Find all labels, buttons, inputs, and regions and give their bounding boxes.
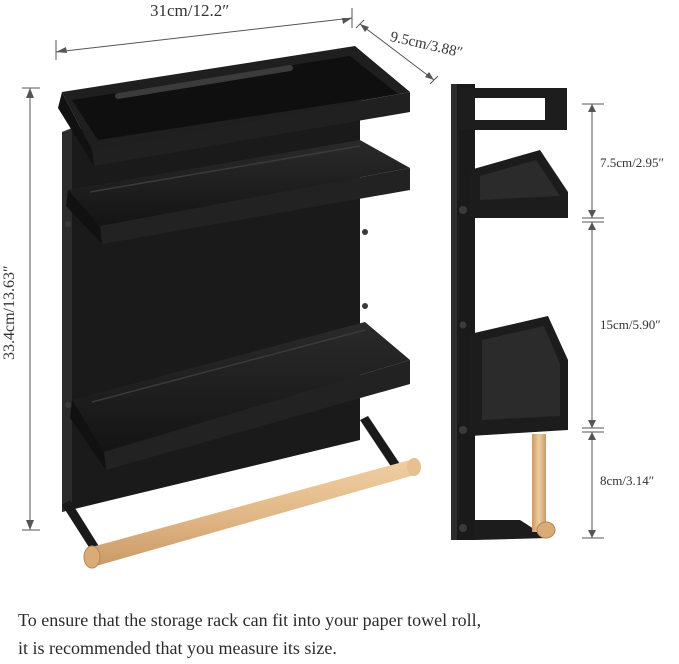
top-shelf <box>58 46 410 166</box>
height-label: 33.4cm/13.63″ <box>1 265 18 360</box>
middle-shelf <box>66 140 410 244</box>
side-middle-shelf <box>470 150 568 218</box>
width-label: 31cm/12.2″ <box>150 1 230 20</box>
side-view-rack <box>451 84 568 540</box>
caption-line-2: it is recommended that you measure its s… <box>18 638 337 658</box>
rack-drawing <box>22 8 604 569</box>
gap-middle-label: 15cm/5.90″ <box>600 317 661 332</box>
side-top-shelf <box>459 88 567 130</box>
side-bottom-shelf <box>470 316 568 436</box>
front-view-rack <box>58 46 421 569</box>
product-illustration: 31cm/12.2″ 9.5cm/3.88″ 33.4cm/13.63″ 7.5… <box>1 1 664 569</box>
gap-top-label: 7.5cm/2.95″ <box>600 155 664 170</box>
dimension-lines <box>22 8 604 539</box>
caption: To ensure that the storage rack can fit … <box>18 606 668 662</box>
side-towel-rod <box>532 434 556 539</box>
bottom-shelf <box>70 322 410 470</box>
caption-line-1: To ensure that the storage rack can fit … <box>18 610 482 630</box>
paper-towel-rod <box>83 458 421 569</box>
gap-bottom-label: 8cm/3.14″ <box>600 473 655 488</box>
